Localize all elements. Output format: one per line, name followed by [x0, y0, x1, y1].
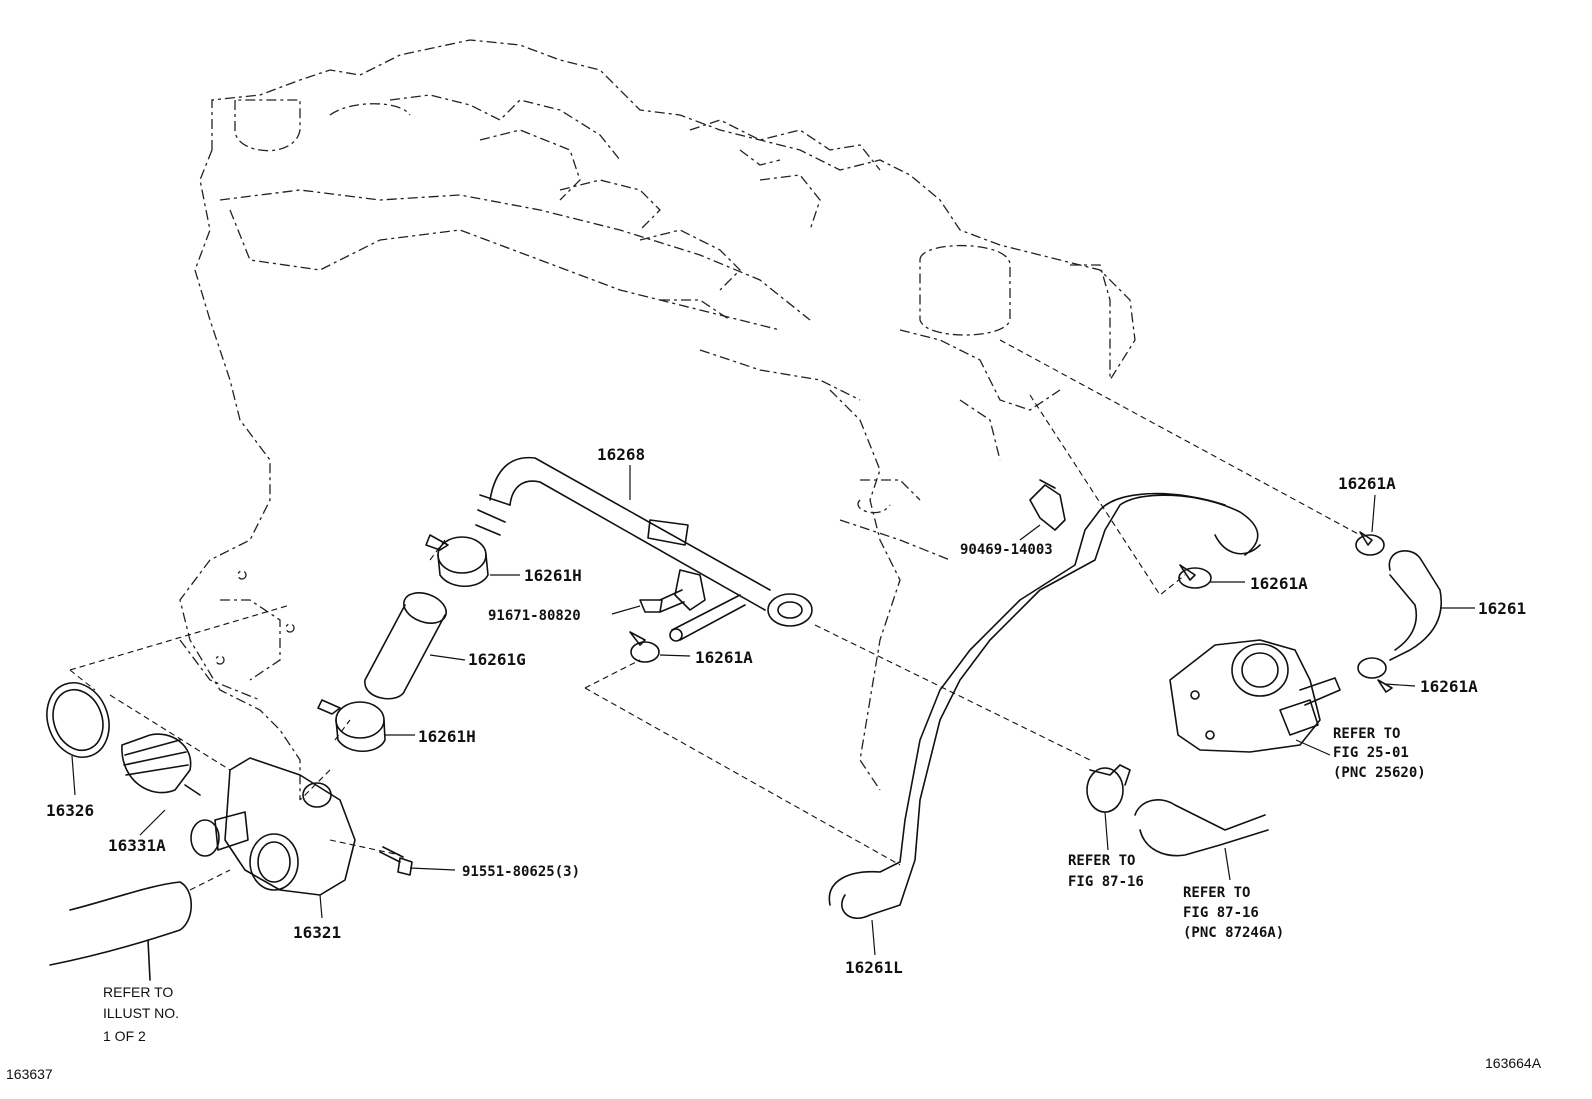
ref-illust-line1: REFER TO [103, 984, 173, 1000]
leader-lines [71, 465, 1475, 956]
label-16331A: 16331A [108, 836, 166, 855]
gasket-16326 [46, 682, 110, 758]
label-16261H-top: 16261H [524, 566, 582, 585]
ref-fig87b-line3: (PNC 87246A) [1183, 925, 1284, 941]
ref-fig-87-16-b: REFER TO FIG 87-16 (PNC 87246A) [1183, 885, 1284, 941]
label-16261: 16261 [1478, 599, 1526, 618]
label-16321: 16321 [293, 923, 341, 942]
water-pipe-16268 [475, 456, 813, 642]
ref-fig25-line2: FIG 25-01 [1333, 745, 1409, 761]
illustration-id-left: 163637 [6, 1066, 53, 1082]
hose-refer-87-16 [1134, 799, 1269, 857]
water-outlet-16321 [214, 757, 356, 896]
label-16261H-bot: 16261H [418, 727, 476, 746]
label-90469-14003: 90469-14003 [960, 542, 1053, 558]
label-91671-80820: 91671-80820 [488, 608, 581, 624]
ref-fig87a-line2: FIG 87-16 [1068, 874, 1144, 890]
callout-labels: 16268 16261H 91671-80820 16261G 16261A 1… [46, 445, 1526, 977]
label-16261A-a: 16261A [1250, 574, 1308, 593]
label-16261G: 16261G [468, 650, 526, 669]
label-16268: 16268 [597, 445, 645, 464]
hose-clamp-16261A-bot [1357, 657, 1393, 693]
label-16261A-b: 16261A [1338, 474, 1396, 493]
throttle-body [1169, 639, 1341, 753]
label-16261A-c: 16261A [1420, 677, 1478, 696]
label-16261L: 16261L [845, 958, 903, 977]
bolt-91551-80625 [379, 846, 413, 876]
bracket-90469-14003 [1029, 479, 1066, 531]
ref-fig25-line3: (PNC 25620) [1333, 765, 1426, 781]
ref-fig-87-16-a: REFER TO FIG 87-16 [1068, 853, 1144, 890]
engine-outline [179, 39, 1136, 800]
connection-lines [69, 339, 1361, 891]
hose-16261 [1388, 550, 1442, 661]
ref-fig-25-01: REFER TO FIG 25-01 (PNC 25620) [1333, 726, 1426, 781]
radiator-hose-lower [49, 881, 192, 981]
hose-clamp-16261H-bot [317, 699, 386, 752]
label-16261A-mid: 16261A [695, 648, 753, 667]
illustration-id-right: 163664A [1485, 1055, 1542, 1071]
ref-fig87b-line2: FIG 87-16 [1183, 905, 1259, 921]
label-16326: 16326 [46, 801, 94, 820]
ref-fig87b-line1: REFER TO [1183, 885, 1250, 901]
hose-clamp-refer-87-16 [1086, 764, 1131, 813]
ref-illust-line2: ILLUST NO. [103, 1005, 179, 1021]
hose-clamp-16261A-top [1355, 531, 1385, 556]
hose-clamp-16261A-mid [629, 631, 660, 663]
ref-illust-line3: 1 OF 2 [103, 1028, 146, 1044]
hose-clamp-16261A-a [1178, 564, 1212, 589]
hose-16261L [828, 492, 1261, 920]
ref-fig25-line1: REFER TO [1333, 726, 1400, 742]
hose-16261G [364, 592, 448, 700]
thermostat-16331A [121, 733, 220, 857]
ref-fig87a-line1: REFER TO [1068, 853, 1135, 869]
label-91551-80625: 91551-80625(3) [462, 864, 580, 880]
hose-clamp-16261H-top [425, 534, 489, 587]
ref-illust: REFER TO ILLUST NO. 1 OF 2 [103, 984, 179, 1044]
bolt-91671-80820 [639, 589, 685, 613]
